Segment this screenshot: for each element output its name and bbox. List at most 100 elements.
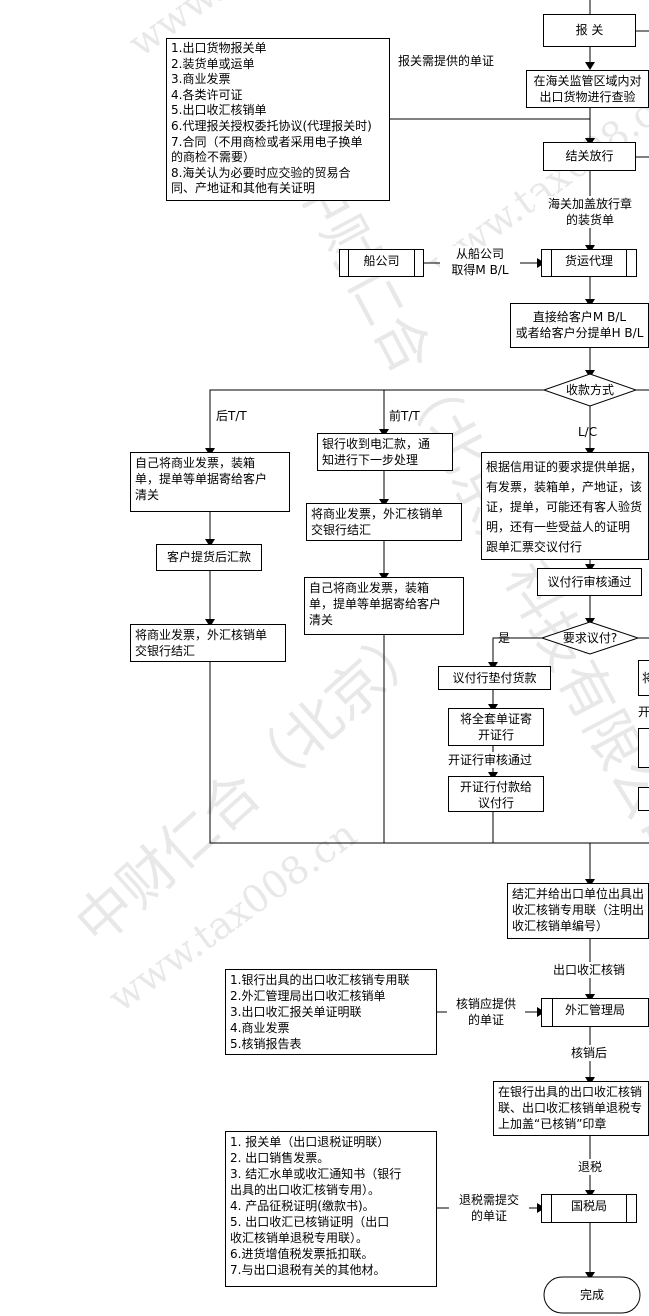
lc-yes-label: 是 (498, 631, 511, 645)
customs-doc-item: 3.商业发票 (171, 72, 231, 87)
release-box: 结关放行 (543, 142, 636, 171)
lc-advance: 议付行垫付货款 (438, 666, 551, 690)
settlement-line: 收汇核销专用联（注明出 (512, 903, 645, 917)
writeoff-edge-line: 核销应提供 (455, 997, 516, 1011)
branch-label-post-tt: 后T/T (216, 409, 247, 423)
pre-tt-send-line: 清关 (309, 613, 334, 627)
tax-bureau-box: 国税局 (541, 1194, 637, 1223)
refund-edge-line: 退税需提交 (458, 1193, 519, 1207)
lc-negotiating-bank-ok: 议付行审核通过 (537, 568, 642, 596)
writeoff-doc-item: 3.出口收汇报关单证明联 (230, 1005, 362, 1019)
refund-edge-line: 的单证 (470, 1209, 507, 1223)
stamp-line: 上加盖“已核销”印章 (498, 1117, 607, 1131)
shipping-company-box: 船公司 (339, 249, 424, 277)
direct-line: 直接给客户M B/L (532, 310, 627, 324)
customs-doc-item: 同、产地证和其他有关证明 (171, 181, 316, 196)
writeoff-doc-item: 4.商业发票 (230, 1021, 290, 1035)
pre-tt-settle-line: 交银行结汇 (311, 523, 372, 537)
pre-tt-notice-line: 银行收到电汇款，通 (322, 437, 431, 451)
customs-doc-item: 5.出口收汇核销单 (171, 103, 267, 118)
lc-present-line: 证，提单，可能还有客人验货 (486, 500, 643, 514)
inspection-line: 在海关监管区域内对 (533, 74, 642, 88)
pre-tt-send-docs: 自己将商业发票，装箱 单，提单等单据寄给客户 清关 (304, 577, 464, 635)
refund-doc-item: 1. 报关单（出口退税证明联） (230, 1135, 390, 1149)
tax-refund-label: 退税 (578, 1159, 603, 1175)
safe-label: 外汇管理局 (564, 1003, 625, 1017)
stamp-line: 在银行出具的出口收汇核销 (498, 1085, 643, 1099)
mbl-edge-line: 取得M B/L (451, 263, 509, 277)
pre-tt-send-line: 自己将商业发票，装箱 (309, 581, 430, 595)
lc-present-docs: 根据信用证的要求提供单据， 有发票，装箱单，产地证，该 证，提单，可能还有客人验… (481, 452, 649, 560)
writeoff-edge-label: 核销应提供 的单证 (447, 996, 525, 1028)
lc-issuing-ok-label: 开证行审核通过 (448, 752, 533, 768)
require-negotiation-diamond (540, 621, 640, 655)
release-edge-label: 海关加盖放行章 的装货单 (535, 196, 645, 228)
customs-doc-item: 2.装货单或运单 (171, 56, 255, 71)
export-writeoff-label: 出口收汇核销 (553, 962, 626, 978)
after-writeoff-label: 核销后 (571, 1045, 608, 1061)
done-terminator (543, 1276, 641, 1314)
post-tt-send-line: 单，提单等单据寄给客户 (135, 472, 268, 486)
customs-edge-label: 报关需提供的单证 (398, 53, 495, 69)
lc-present-line: 明，还有一些受益人的证明 (486, 520, 631, 534)
lc-issuing-pay: 开证行付款给 议付行 (448, 776, 544, 812)
customs-doc-item: 的商检不需要） (171, 150, 256, 165)
pre-tt-notice-line: 知进行下一步处理 (322, 453, 419, 467)
safe-box: 外汇管理局 (541, 998, 649, 1027)
lc-present-line: 跟单汇票交议付行 (486, 540, 583, 554)
release-edge-line: 的装货单 (565, 213, 614, 227)
refund-doc-item: 4. 产品征税证明(缴款书)。 (230, 1199, 375, 1213)
inspection-box: 在海关监管区域内对 出口货物进行查验 (526, 70, 649, 108)
refund-doc-item: 5. 出口收汇已核销证明（出口 (230, 1215, 390, 1229)
pre-tt-settle-line: 将商业发票，外汇核销单 (311, 507, 444, 521)
lc-pay-line: 开证行付款给 (459, 780, 532, 794)
inspection-line: 出口货物进行查验 (539, 90, 636, 104)
stamp-box: 在银行出具的出口收汇核销 联、出口收汇核销单退税专 上加盖“已核销”印章 (493, 1081, 649, 1136)
post-tt-send-line: 清关 (135, 488, 160, 502)
writeoff-edge-line: 的单证 (467, 1013, 504, 1027)
settlement-line: 收汇核销单编号） (512, 919, 609, 933)
customs-box: 报 关 (543, 14, 636, 47)
post-tt-send-line: 自己将商业发票，装箱 (135, 456, 256, 470)
settlement-line: 结汇并给出口单位出具出 (512, 887, 645, 901)
shipping-company-label: 船公司 (363, 254, 400, 268)
mbl-edge-label: 从船公司 取得M B/L (440, 246, 520, 278)
customs-doc-item: 6.代理报关授权委托协议(代理报关时) (171, 118, 372, 133)
lc-send-to-issuing: 将全套单证寄 开证行 (448, 708, 544, 746)
lc-right-fragment-box-2 (638, 728, 649, 768)
lc-present-line: 根据信用证的要求提供单据， (486, 460, 643, 474)
customs-doc-item: 7.合同（不用商检或者采用电子换单 (171, 134, 363, 149)
lc-right-fragment-box-3 (638, 787, 649, 811)
customs-doc-item: 4.各类许可证 (171, 87, 243, 102)
done-label: 完成 (579, 1288, 604, 1302)
pre-tt-settle: 将商业发票，外汇核销单 交银行结汇 (306, 503, 462, 541)
post-tt-settle: 将商业发票，外汇核销单 交银行结汇 (130, 624, 286, 662)
branch-label-lc: L/C (578, 425, 598, 439)
direct-to-customer-box: 直接给客户M B/L 或者给客户分提单H B/L (510, 303, 649, 348)
pre-tt-bank-notice: 银行收到电汇款，通 知进行下一步处理 (317, 433, 453, 471)
post-tt-settle-line: 交银行结汇 (135, 644, 196, 658)
writeoff-doc-item: 5.核销报告表 (230, 1037, 302, 1051)
customs-doc-item: 8.海关认为必要时应交验的贸易合 (171, 165, 351, 180)
release-edge-line: 海关加盖放行章 (547, 197, 632, 211)
lc-send-line: 开证行 (477, 728, 514, 742)
refund-doc-item: 收汇核销单退税专用联）。 (230, 1231, 369, 1245)
post-tt-settle-line: 将商业发票，外汇核销单 (135, 628, 268, 642)
post-tt-remit: 客户提货后汇款 (156, 544, 262, 571)
refund-edge-label: 退税需提交 的单证 (449, 1192, 529, 1224)
mbl-edge-line: 从船公司 (455, 247, 504, 261)
lc-present-line: 有发票，装箱单，产地证，该 (486, 480, 643, 494)
refund-doc-item: 6.进货增值税发票抵扣联。 (230, 1247, 374, 1261)
payment-method-diamond (542, 373, 638, 407)
refund-doc-item: 2. 出口销售发票。 (230, 1151, 330, 1165)
refund-docs-list: 1. 报关单（出口退税证明联） 2. 出口销售发票。 3. 结汇水单或收汇通知书… (225, 1131, 437, 1287)
lc-pay-line: 议付行 (477, 796, 514, 810)
forwarder-box: 货运代理 (541, 249, 637, 277)
require-negotiation-label: 要求议付? (562, 631, 618, 645)
direct-line: 或者给客户分提单H B/L (515, 326, 644, 340)
forwarder-label: 货运代理 (564, 254, 613, 268)
stamp-line: 联、出口收汇核销单退税专 (498, 1101, 643, 1115)
customs-docs-list: 1.出口货物报关单 2.装货单或运单 3.商业发票 4.各类许可证 5.出口收汇… (166, 38, 390, 201)
settlement-box: 结汇并给出口单位出具出 收汇核销专用联（注明出 收汇核销单编号） (507, 883, 649, 939)
lc-send-line: 将全套单证寄 (459, 712, 532, 726)
